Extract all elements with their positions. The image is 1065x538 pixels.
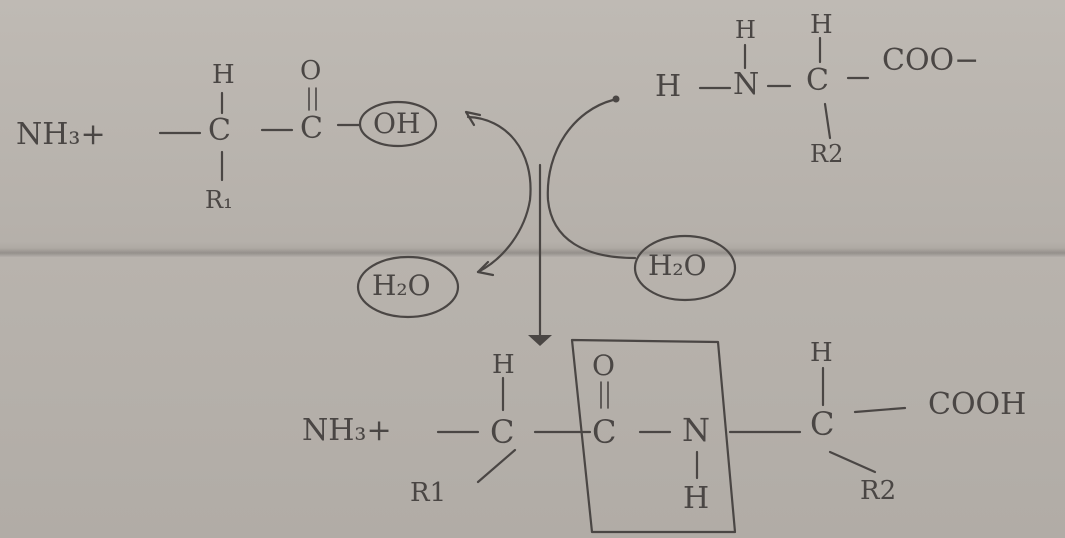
p-amine: NH₃+ — [302, 413, 392, 448]
arrow-down-head — [528, 335, 552, 346]
p-alpha2-h: H — [810, 338, 833, 368]
r2-alpha-c: C — [806, 63, 829, 98]
paper-fold — [0, 248, 1065, 258]
r1-side-chain: R₁ — [205, 186, 233, 214]
arrow-h-to-water — [546, 98, 637, 260]
arrowhead-water-left — [476, 260, 495, 277]
r1-hydroxyl: OH — [373, 107, 421, 140]
water-left-circle — [356, 255, 460, 319]
r2-alpha-h: H — [810, 10, 833, 40]
r1-alpha-c: C — [208, 113, 231, 148]
p-carboxyl: COOH — [928, 387, 1027, 422]
p-alpha2-c: C — [810, 405, 835, 443]
arrow-tail-dot — [612, 95, 620, 103]
r2-n: N — [733, 67, 760, 102]
water-left: H₂O — [372, 269, 431, 302]
r2-side-chain: R2 — [810, 140, 844, 168]
r2-bond-c-r2 — [823, 102, 832, 140]
water-right-circle — [633, 234, 737, 302]
p-carbonyl-o: O — [592, 349, 615, 382]
p-alpha1-c: C — [490, 413, 515, 451]
p-bond-c2-cooh — [853, 406, 907, 414]
p-bond-c2-r2 — [828, 450, 877, 474]
p-n-h: H — [683, 481, 710, 516]
r1-alpha-h: H — [212, 60, 235, 90]
p-carbonyl-c: C — [592, 413, 617, 451]
r2-carboxylate: COO− — [882, 43, 980, 78]
r2-n-h: H — [735, 16, 756, 44]
arrow-oh-to-water — [466, 115, 532, 274]
p-bond-c1-r1 — [476, 448, 517, 484]
r1-amine: NH₃+ — [16, 117, 106, 152]
p-n: N — [682, 411, 710, 449]
water-right: H₂O — [648, 249, 707, 282]
p-side-chain2: R2 — [860, 476, 897, 506]
p-alpha1-h: H — [492, 350, 515, 380]
oh-circle — [358, 100, 438, 148]
r2-h-left: H — [655, 69, 682, 104]
p-side-chain1: R1 — [410, 478, 447, 508]
r1-carbonyl-o: O — [300, 56, 322, 86]
r1-carbonyl-c: C — [300, 111, 323, 146]
peptide-bond-box — [570, 338, 737, 534]
arrowhead-oh — [464, 110, 482, 127]
